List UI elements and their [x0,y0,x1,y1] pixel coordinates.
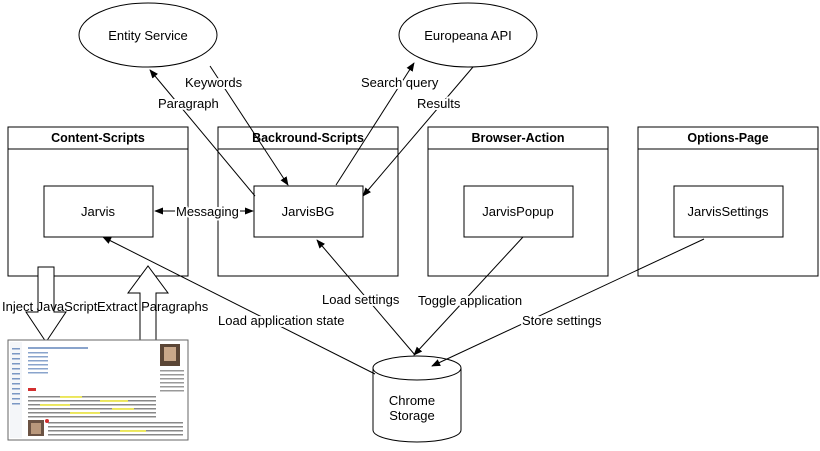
toggle-application-edge [413,236,524,356]
chrome-storage-node: Chrome Storage [372,355,462,443]
inject-javascript-label: Inject JavaScript [2,299,98,314]
store-settings-edge [431,238,705,367]
options-page-container: Options-Page JarvisSettings [637,126,819,277]
svg-text:Storage: Storage [389,408,435,423]
svg-text:Chrome: Chrome [389,393,435,408]
keywords-edge [209,65,289,186]
content-scripts-container: Content-Scripts Jarvis [7,126,189,277]
webpage-thumbnail [7,339,189,441]
extract-paragraphs-arrow [127,265,169,341]
load-settings-label: Load settings [322,292,400,307]
jarvis-component [43,185,154,238]
load-application-state-edge [102,236,376,375]
svg-text:JarvisPopup: JarvisPopup [482,204,554,219]
browser-action-container: Browser-Action JarvisPopup [427,126,609,277]
load-application-state-label: Load application state [218,313,344,328]
svg-text:Europeana API: Europeana API [424,28,511,43]
jarvissettings-component [673,185,784,238]
svg-text:Options-Page: Options-Page [687,131,768,145]
jarvispopup-component [463,185,574,238]
results-label: Results [417,96,461,111]
messaging-label: Messaging [176,204,239,219]
inject-javascript-arrow [25,266,67,343]
search-query-label: Search query [361,75,439,90]
load-settings-edge [316,239,416,356]
svg-text:Entity Service: Entity Service [108,28,187,43]
jarvisbg-component [253,185,364,238]
europeana-api-node: Europeana API [398,2,538,68]
svg-text:Browser-Action: Browser-Action [471,131,564,145]
svg-text:JarvisSettings: JarvisSettings [688,204,769,219]
svg-text:JarvisBG: JarvisBG [282,204,335,219]
store-settings-label: Store settings [522,313,602,328]
keywords-label: Keywords [185,75,243,90]
paragraph-label: Paragraph [158,96,219,111]
search-query-edge [335,62,415,186]
svg-text:Jarvis: Jarvis [81,204,115,219]
extract-paragraphs-label: Extract Paragraphs [97,299,209,314]
entity-service-node: Entity Service [78,2,218,68]
svg-text:Content-Scripts: Content-Scripts [51,131,145,145]
background-scripts-container: Backround-Scripts JarvisBG [217,126,399,277]
svg-text:Backround-Scripts: Backround-Scripts [252,131,364,145]
results-edge [362,66,474,197]
toggle-application-label: Toggle application [418,293,522,308]
paragraph-edge [149,69,256,197]
